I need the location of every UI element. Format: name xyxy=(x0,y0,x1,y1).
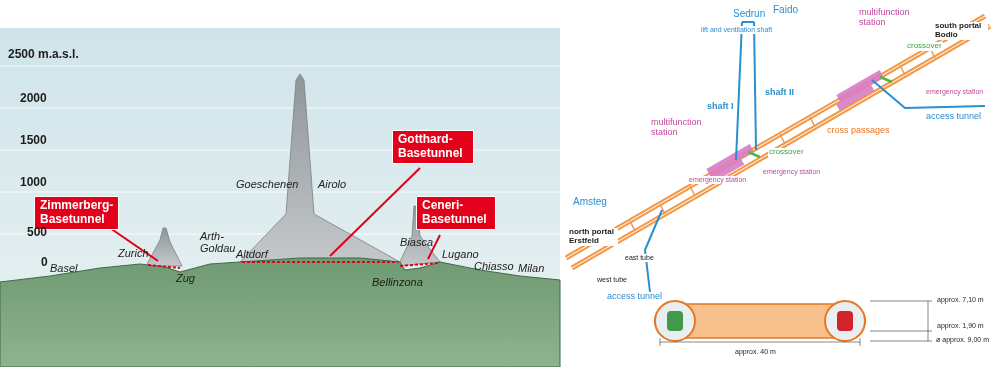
place-name: Zurich xyxy=(118,247,149,259)
axis-label: 1500 xyxy=(20,134,47,147)
place-name: Sedrun xyxy=(732,8,766,19)
callout-text: Zimmerberg-Basetunnel xyxy=(40,199,113,227)
dimension-label: approx. 7,10 m xyxy=(936,296,985,304)
station-label: emergency station xyxy=(688,176,747,184)
callout-text: Ceneri-Basetunnel xyxy=(422,199,490,227)
axis-label: 2500 m.a.s.l. xyxy=(8,48,79,61)
dimension-label: ø approx. 9,00 m xyxy=(935,336,990,344)
shaft-label: shaft I xyxy=(706,102,735,112)
shaft-label: shaft II xyxy=(764,88,795,98)
access-tunnel-label: access tunnel xyxy=(925,112,982,122)
callout-box: Zimmerberg-Basetunnel xyxy=(34,196,119,230)
cross-section xyxy=(655,301,932,346)
place-name: Basel xyxy=(50,262,78,274)
portal-label: south portal Bodio xyxy=(934,22,988,40)
profile-panel xyxy=(0,28,560,367)
station-label: emergency station xyxy=(762,168,821,176)
station-label: multifunction station xyxy=(650,118,714,138)
axis-label: 1000 xyxy=(20,176,47,189)
station-label: multifunction station xyxy=(858,8,922,28)
crossover-label: crossover xyxy=(768,148,805,157)
axis-label: 2000 xyxy=(20,92,47,105)
tube-label: east tube xyxy=(624,254,655,262)
place-name: Amsteg xyxy=(572,196,608,207)
place-name: Bellinzona xyxy=(372,276,423,288)
place-name: Zug xyxy=(176,272,195,284)
axis-label: 0 xyxy=(41,256,48,269)
dimension-label: approx. 1,90 m xyxy=(936,322,985,330)
place-name: Chiasso xyxy=(474,260,514,272)
callout-text: Gotthard-Basetunnel xyxy=(398,133,468,161)
callout-box: Gotthard-Basetunnel xyxy=(392,130,474,164)
axis-label: 500 xyxy=(27,226,47,239)
tube-label: west tube xyxy=(596,276,628,284)
place-name: Lugano xyxy=(442,248,479,260)
access-tunnel-label: access tunnel xyxy=(606,292,663,302)
station-label: emergency station xyxy=(925,88,984,96)
crossover-label: crossover xyxy=(906,42,943,51)
portal-label: north portal Erstfeld xyxy=(568,228,618,246)
tunnel-schematic xyxy=(566,16,990,346)
place-name: Airolo xyxy=(318,178,346,190)
dimension-label: approx. 40 m xyxy=(734,348,777,356)
place-name: Altdorf xyxy=(236,248,268,260)
cross-passages-label: cross passages xyxy=(826,126,891,136)
callout-box: Ceneri-Basetunnel xyxy=(416,196,496,230)
place-name: Milan xyxy=(518,262,544,274)
place-name: Goeschenen xyxy=(236,178,298,190)
place-name: Faido xyxy=(772,4,799,15)
place-name: Biasca xyxy=(400,236,433,248)
shaft-label: lift and ventilation shaft xyxy=(700,26,773,34)
